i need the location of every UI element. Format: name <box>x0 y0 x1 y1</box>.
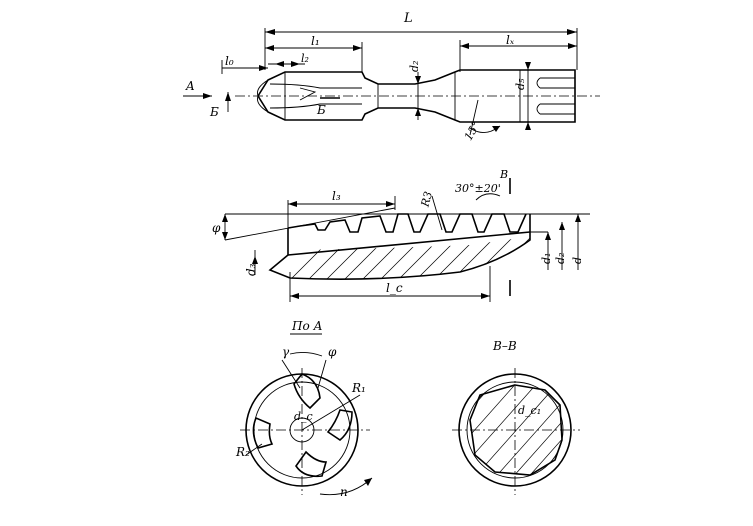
label-R2: R₂ <box>235 445 250 459</box>
label-angle-tol: 30°±20' <box>455 182 501 195</box>
label-l2-top: l₂ <box>301 52 309 65</box>
label-l3: l₃ <box>332 189 341 203</box>
label-lc: l_c <box>386 281 403 295</box>
label-gamma: γ <box>282 345 290 359</box>
label-lx: lₓ <box>506 33 515 47</box>
label-R1: R₁ <box>351 381 366 395</box>
thread-profile-view: l₃ R3 30°±20' В φ d₃ d₁ d₂ d l_c <box>212 168 590 302</box>
label-d3: d₃ <box>244 263 258 276</box>
label-phi: φ <box>212 221 221 235</box>
label-V: В <box>499 168 508 181</box>
label-n: n <box>340 485 348 499</box>
label-R3: R3 <box>418 190 435 209</box>
label-l0: l₀ <box>225 54 234 68</box>
label-A: A <box>185 79 195 93</box>
label-view-A: По А <box>291 319 323 333</box>
end-view-A: По А γ φ R₁ d_c R₂ n <box>235 319 373 499</box>
label-B-cyr-mid: Б <box>316 103 326 117</box>
section-V-V: В–В d_c₁ <box>452 339 580 495</box>
label-d2b: d₂ <box>554 253 567 264</box>
label-d5: d₅ <box>514 78 527 90</box>
label-angle15: 15° <box>462 119 483 142</box>
label-dc: d_c <box>294 410 313 423</box>
label-dc1: d_c₁ <box>518 404 541 417</box>
label-L: L <box>403 11 413 26</box>
label-section-V-V: В–В <box>492 339 517 353</box>
label-d1: d₁ <box>540 253 553 264</box>
label-B-cyr: Б <box>209 105 219 119</box>
label-d2: d₂ <box>408 61 421 72</box>
label-d: d <box>571 257 584 264</box>
label-phi2: φ <box>328 345 337 359</box>
tap-side-view: L l₁ lₓ l₀ l₂ d₂ d₅ A Б Б 15° <box>183 11 600 143</box>
label-l1: l₁ <box>311 34 320 48</box>
